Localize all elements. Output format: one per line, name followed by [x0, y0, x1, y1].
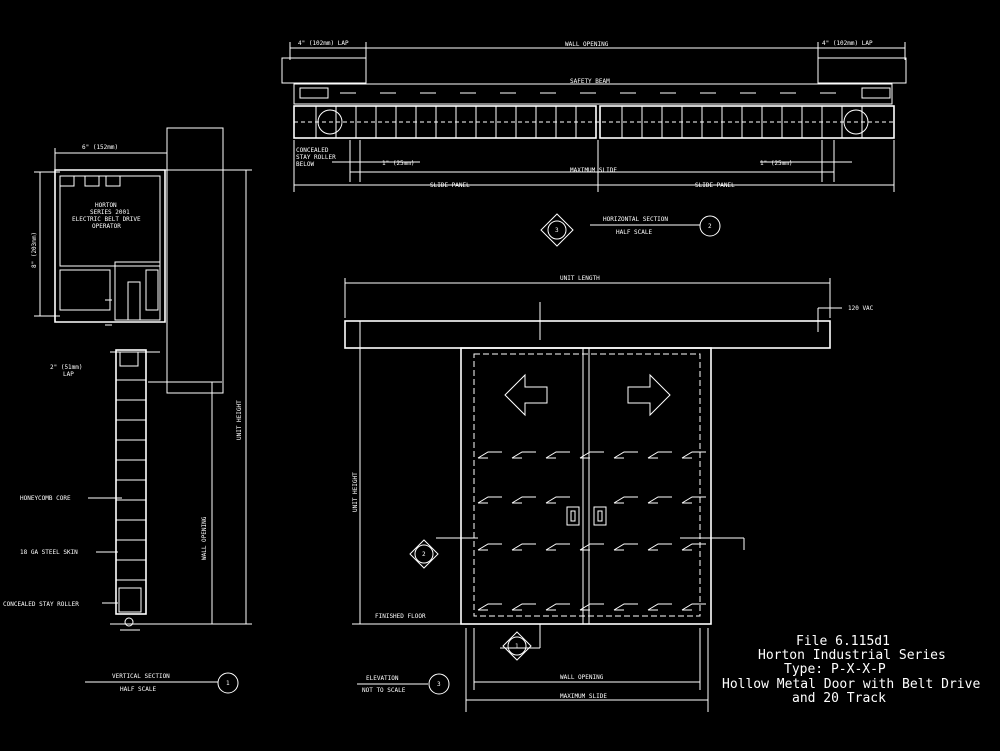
section-cut-marker-icon [409, 539, 439, 569]
elevation-callout-circle [428, 673, 450, 695]
vertical-section-scale: HALF SCALE [120, 686, 157, 693]
operator-note-2: SERIES 2001 [90, 209, 130, 216]
max-slide-label: MAXIMUM SLIDE [570, 167, 617, 174]
elevation-vertical-callout: 1 [515, 643, 519, 650]
concealed-note-3: BELOW [296, 161, 314, 168]
elevation-section-callout: 2 [422, 551, 426, 558]
vertical-section: 6" (152mm) 8" (203mm) HORTON SERIES 2001… [3, 127, 252, 694]
slide-panel-left-label: SLIDE PANEL [430, 182, 470, 189]
honeycomb-cells [116, 379, 146, 581]
title-line-3: Type: P-X-X-P [784, 662, 886, 677]
concealed-note-2: STAY ROLLER [296, 154, 336, 161]
title-line-4: Hollow Metal Door with Belt Drive [722, 677, 980, 692]
wall-vertical [166, 127, 224, 394]
title-block: File 6.115d1 Horton Industrial Series Ty… [722, 634, 980, 706]
vertical-section-title: VERTICAL SECTION [112, 673, 170, 680]
elevation-scale: NOT TO SCALE [362, 687, 406, 694]
unit-height-elevation-label: UNIT HEIGHT [352, 472, 359, 512]
elevation-callout: 3 [437, 681, 441, 688]
callout-right-circle [699, 215, 721, 237]
wall-opening-elevation-label: WALL OPENING [560, 674, 604, 681]
dim-height-label: 8" (203mm) [31, 232, 38, 268]
title-line-2: Horton Industrial Series [758, 648, 946, 663]
arrow-left-icon [504, 373, 548, 417]
horizontal-section-title: HORIZONTAL SECTION [603, 216, 668, 223]
lap-left-label: 4" (102mm) LAP [298, 40, 349, 47]
stay-roller-label: CONCEALED STAY ROLLER [3, 601, 79, 608]
lap-label-1: 2" (51mm) [50, 364, 83, 371]
elevation-title: ELEVATION [366, 675, 399, 682]
slide-panel-right [599, 105, 895, 139]
horizontal-section: 4" (102mm) LAP WALL OPENING 4" (102mm) L… [281, 40, 907, 247]
operator-note-4: OPERATOR [92, 223, 121, 230]
vertical-callout: 1 [226, 680, 230, 687]
dim-right-label: 1" (25mm) [760, 160, 793, 167]
arrow-right-icon [627, 373, 671, 417]
sensor-dashes [477, 451, 706, 611]
vertical-cut-marker-icon [502, 631, 532, 661]
elevation: UNIT LENGTH 120 VAC [344, 275, 874, 712]
title-line-5: and 20 Track [792, 691, 886, 706]
dim-left-label: 1" (25mm) [382, 160, 415, 167]
honeycomb-label: HONEYCOMB CORE [20, 495, 71, 502]
handle-right [593, 506, 607, 526]
slide-panel-right-label: SLIDE PANEL [695, 182, 735, 189]
power-label: 120 VAC [848, 305, 874, 312]
steel-skin-label: 18 GA STEEL SKIN [20, 549, 78, 556]
unit-length-label: UNIT LENGTH [560, 275, 600, 282]
wall-right [817, 57, 907, 84]
max-slide-elevation-label: MAXIMUM SLIDE [560, 693, 607, 700]
callout-left: 3 [555, 227, 559, 234]
wall-opening-vertical-label: WALL OPENING [201, 516, 208, 560]
unit-height-vertical-label: UNIT HEIGHT [236, 400, 243, 440]
operator-housing [54, 169, 166, 323]
operator-note-3: ELECTRIC BELT DRIVE [72, 216, 141, 223]
operator-note-1: HORTON [95, 202, 117, 209]
handle-left [566, 506, 580, 526]
door-frame [460, 347, 712, 625]
lap-right-label: 4" (102mm) LAP [822, 40, 873, 47]
title-line-1: File 6.115d1 [796, 634, 890, 649]
finished-floor-label: FINISHED FLOOR [375, 613, 426, 620]
horizontal-section-scale: HALF SCALE [616, 229, 653, 236]
wall-left [281, 57, 367, 84]
vertical-callout-circle [217, 672, 239, 694]
lap-label-2: LAP [63, 371, 74, 378]
concealed-note-1: CONCEALED [296, 147, 329, 154]
dim-width-label: 6" (152mm) [82, 144, 118, 151]
safety-beam-label: SAFETY BEAM [570, 78, 610, 85]
wall-opening-label: WALL OPENING [565, 41, 609, 48]
door-panel-outline [473, 353, 701, 617]
section-marker-icon [540, 213, 574, 247]
callout-right: 2 [708, 223, 712, 230]
door-leaf-section [115, 349, 147, 615]
operator-header [344, 320, 831, 349]
